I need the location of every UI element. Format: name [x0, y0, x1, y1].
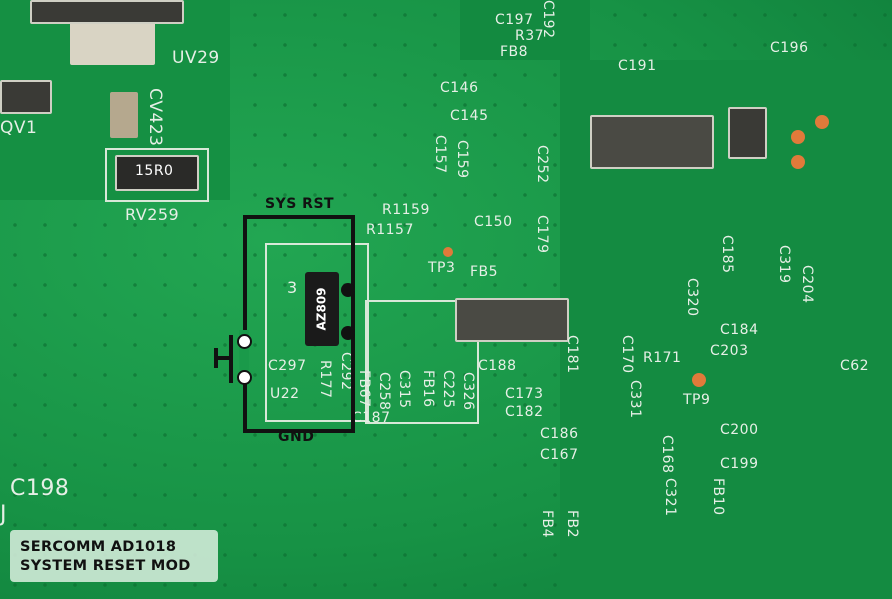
silk-label: TP9 — [683, 392, 711, 408]
silk-label: R171 — [643, 350, 682, 366]
silk-label: C192 — [540, 0, 556, 39]
button-gap — [239, 330, 249, 380]
silk-label: C204 — [799, 265, 815, 304]
silk-label: C173 — [505, 386, 544, 402]
label-sys-rst: SYS RST — [265, 196, 335, 212]
silk-label: C179 — [534, 215, 550, 254]
silk-label: 3 — [287, 278, 298, 297]
silk-label: C331 — [627, 380, 643, 419]
component — [30, 0, 184, 24]
button-contact — [237, 370, 252, 385]
silk-label: C170 — [619, 335, 635, 374]
silk-label: C184 — [720, 322, 759, 338]
az809-chip — [305, 272, 339, 346]
testpoint — [791, 155, 805, 169]
board-region — [460, 0, 590, 60]
silk-label: CV423 — [145, 88, 165, 147]
silk-label: C182 — [505, 404, 544, 420]
silk-label: 15R0 — [135, 163, 174, 179]
silk-label: C191 — [618, 58, 657, 74]
silk-label: QV1 — [0, 118, 38, 138]
testpoint — [791, 130, 805, 144]
silk-label: J — [0, 502, 7, 527]
silk-label: C168 — [659, 435, 675, 474]
silk-label: C181 — [564, 335, 580, 374]
silk-label: FB16 — [420, 370, 436, 408]
silk-label: C319 — [776, 245, 792, 284]
silk-label: C157 — [432, 135, 448, 174]
silk-label: C315 — [396, 370, 412, 409]
silk-label: C146 — [440, 80, 479, 96]
silk-label: R37 — [515, 28, 545, 44]
silk-label: RV259 — [125, 205, 180, 224]
silk-label: FB10 — [710, 478, 726, 516]
silk-label: C197 — [495, 12, 534, 28]
footprint-outline — [265, 243, 369, 422]
silk-label: C187 — [352, 410, 391, 426]
label-gnd: GND — [278, 429, 315, 445]
footprint-outline — [365, 300, 479, 424]
silk-label: C167 — [540, 447, 579, 463]
silk-label: C145 — [450, 108, 489, 124]
silk-label: C198 — [10, 476, 70, 501]
silk-label: C258 — [376, 372, 392, 411]
pushbutton-cap — [214, 348, 218, 368]
testpoint-tp3 — [443, 247, 453, 257]
silk-label: FB2 — [564, 510, 580, 539]
silk-label: C188 — [478, 358, 517, 374]
silk-label: C159 — [454, 140, 470, 179]
caption-box: SERCOMM AD1018 SYSTEM RESET MOD — [10, 530, 218, 582]
silk-label: C320 — [684, 278, 700, 317]
silk-label: C326 — [460, 372, 476, 411]
component-array — [590, 115, 714, 169]
silk-label: C203 — [710, 343, 749, 359]
silk-label: C225 — [440, 370, 456, 409]
component-qv1 — [0, 80, 52, 114]
solder-point-gnd — [341, 326, 355, 340]
silk-label: R1159 — [382, 202, 430, 218]
silk-label: C150 — [474, 214, 513, 230]
component-array — [455, 298, 569, 342]
silk-label: C62 — [840, 358, 870, 374]
silk-label: FB4 — [539, 510, 555, 539]
pushbutton-stem — [214, 356, 231, 360]
caption-title: SERCOMM AD1018 — [20, 539, 177, 555]
silk-label: FB67 — [356, 370, 372, 408]
button-contact — [237, 334, 252, 349]
silk-label: C196 — [770, 40, 809, 56]
silk-label: C185 — [719, 235, 735, 274]
silk-label: U22 — [270, 386, 300, 402]
silk-label: C321 — [662, 478, 678, 517]
testpoint-tp9 — [692, 373, 706, 387]
component-cv423 — [110, 92, 138, 138]
solder-point-sys-rst — [341, 283, 355, 297]
silk-label: C200 — [720, 422, 759, 438]
silk-label: FB8 — [500, 44, 529, 60]
testpoint — [815, 115, 829, 129]
silk-label: C199 — [720, 456, 759, 472]
silk-label: C297 — [268, 358, 307, 374]
silk-label: C252 — [534, 145, 550, 184]
reset-wire-diagram — [243, 215, 355, 433]
component — [728, 107, 767, 159]
silk-label: R1157 — [366, 222, 414, 238]
silk-label: FB5 — [470, 264, 499, 280]
pushbutton-symbol — [229, 335, 233, 383]
component-rv259 — [115, 155, 199, 191]
silk-label: TP3 — [428, 260, 456, 276]
silk-label: C186 — [540, 426, 579, 442]
silk-label: UV29 — [172, 48, 220, 68]
caption-subtitle: SYSTEM RESET MOD — [20, 558, 191, 574]
footprint-outline — [105, 148, 209, 202]
